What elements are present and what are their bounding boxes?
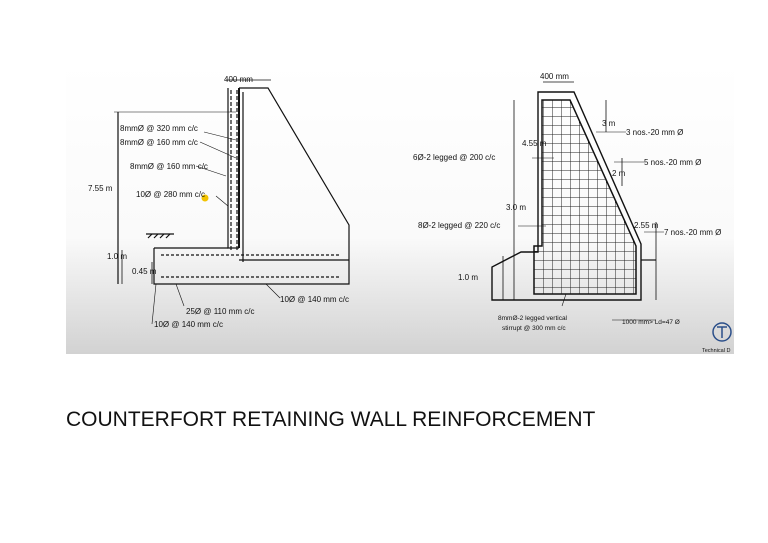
right-bars-3nos: 3 nos.-20 mm Ø — [626, 128, 683, 137]
left-wall-diagram — [114, 79, 350, 325]
left-height-label: 7.55 m — [88, 184, 113, 193]
left-bar-label-4: 10Ø @ 280 mm c/c — [136, 190, 205, 199]
left-embed-label: 1.0 m — [107, 252, 127, 261]
right-h255m-label: 2.55 m — [634, 221, 659, 230]
right-h2m-label: 2 m — [612, 169, 626, 178]
right-stirrup-mid: 8Ø-2 legged @ 220 c/c — [418, 221, 500, 230]
right-height-label: 4.55 m — [522, 139, 547, 148]
highlight-dot — [201, 194, 209, 202]
right-h30m-label: 3.0 m — [506, 203, 526, 212]
left-bar-label-3: 8mmØ @ 160 mm c/c — [130, 162, 208, 171]
right-stirrup-vertical-2: stirrupt @ 300 mm c/c — [502, 325, 566, 332]
right-wall-diagram — [491, 81, 664, 321]
logo-text: Technical D — [702, 348, 730, 354]
right-embed-label: 1.0 m — [458, 273, 478, 282]
reinforcement-figure: 400 mm 8mmØ @ 320 mm c/c 8mmØ @ 160 mm c… — [66, 62, 734, 354]
right-stirrup-top: 6Ø-2 legged @ 200 c/c — [413, 153, 495, 162]
right-h3m-label: 3 m — [602, 119, 616, 128]
left-top-width-label: 400 mm — [224, 75, 253, 84]
left-bar-label-1: 8mmØ @ 320 mm c/c — [120, 124, 198, 133]
left-base-bar-1: 25Ø @ 110 mm c/c — [186, 307, 254, 316]
right-top-width-label: 400 mm — [540, 72, 569, 81]
right-bars-5nos: 5 nos.-20 mm Ø — [644, 158, 701, 167]
left-base-bar-3: 10Ø @ 140 mm c/c — [280, 295, 349, 304]
technical-logo: Technical D — [702, 322, 732, 354]
figure-caption: COUNTERFORT RETAINING WALL REINFORCEMENT — [66, 408, 596, 431]
counterfort-outline — [239, 87, 350, 272]
right-bars-7nos: 7 nos.-20 mm Ø — [664, 228, 721, 237]
right-dev-length: 1000 mm> Ld=47 Ø — [622, 319, 680, 326]
figure-svg: 400 mm 8mmØ @ 320 mm c/c 8mmØ @ 160 mm c… — [66, 62, 734, 354]
left-base-bar-2: 10Ø @ 140 mm c/c — [154, 320, 223, 329]
left-bar-label-2: 8mmØ @ 160 mm c/c — [120, 138, 198, 147]
left-base-thickness-label: 0.45 m — [132, 267, 157, 276]
right-stirrup-vertical-1: 8mmØ-2 legged vertical — [498, 315, 568, 322]
